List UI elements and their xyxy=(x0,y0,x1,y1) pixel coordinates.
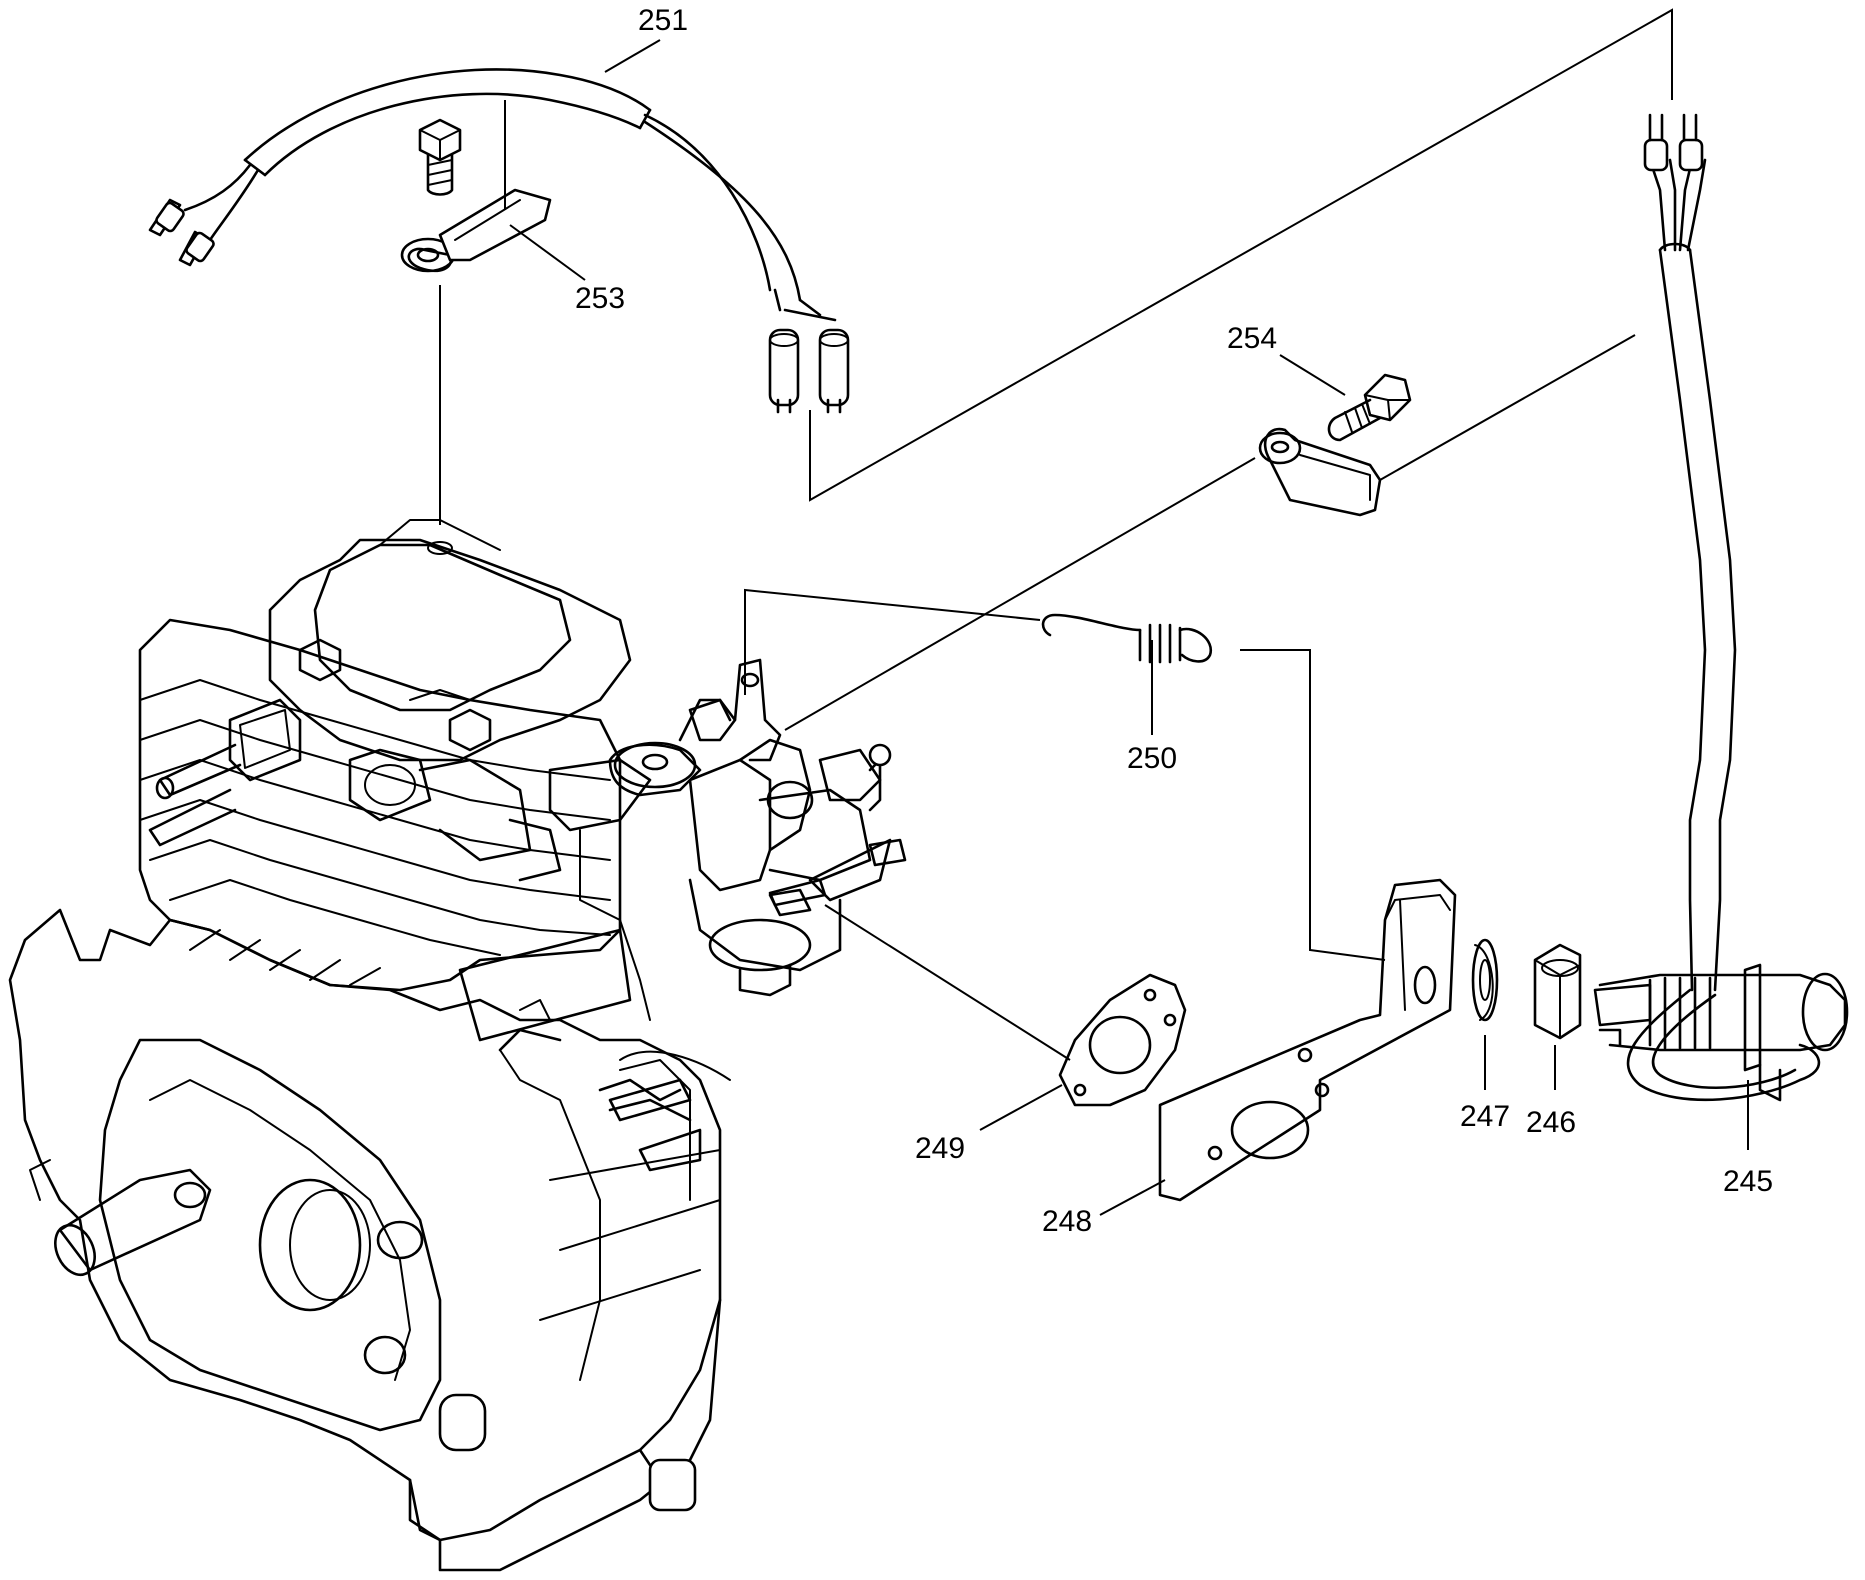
leader-lines xyxy=(439,8,1749,1216)
label-246: 246 xyxy=(1526,1106,1576,1139)
label-247: 247 xyxy=(1460,1100,1510,1133)
bolt-253 xyxy=(418,118,462,196)
part-254-terminal xyxy=(1258,427,1382,517)
part-249-gasket xyxy=(1058,973,1187,1107)
label-245: 245 xyxy=(1723,1165,1773,1198)
part-251-harness xyxy=(148,68,850,414)
label-251: 251 xyxy=(638,4,688,37)
label-254: 254 xyxy=(1227,322,1277,355)
label-250: 250 xyxy=(1127,742,1177,775)
part-245-sensor-cable xyxy=(1593,113,1849,1102)
part-248-bracket xyxy=(1158,878,1457,1202)
part-labels: 251 253 254 250 249 248 247 246 245 xyxy=(575,4,1773,1238)
label-248: 248 xyxy=(1042,1205,1092,1238)
engine-assembly xyxy=(8,519,907,1572)
label-253: 253 xyxy=(575,282,625,315)
part-246-nut xyxy=(1533,943,1582,1040)
label-249: 249 xyxy=(915,1132,965,1165)
part-253-terminal xyxy=(400,188,552,273)
part-254-bolt xyxy=(1327,373,1412,442)
part-247-washer xyxy=(1471,938,1499,1022)
part-250-spring xyxy=(1041,613,1213,664)
